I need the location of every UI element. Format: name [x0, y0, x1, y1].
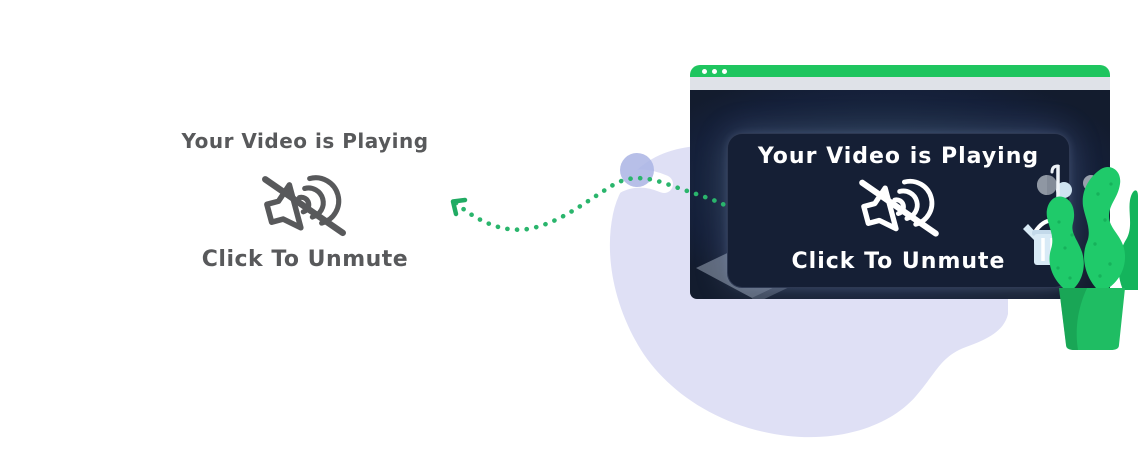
browser-toolbar — [690, 77, 1110, 90]
accent-circle — [620, 153, 654, 187]
browser-window: Your Video is Playing Click To Unmute — [690, 65, 1110, 299]
window-control-dot[interactable] — [722, 68, 727, 74]
browser-viewport: Your Video is Playing Click To Unmute — [690, 90, 1110, 299]
muted-speaker-icon[interactable] — [849, 174, 949, 244]
unmute-label: Click To Unmute — [791, 249, 1006, 274]
ghost-unmute-label: Click To Unmute — [201, 247, 409, 272]
plant-illustration — [1046, 166, 1138, 350]
video-overlay-card[interactable]: Your Video is Playing Click To Unmute — [727, 133, 1070, 288]
window-control-dot[interactable] — [712, 68, 717, 74]
muted-speaker-icon — [0, 0, 96, 74]
video-overlay-title: Your Video is Playing — [757, 144, 1040, 169]
browser-titlebar — [690, 65, 1110, 77]
window-control-dot[interactable] — [702, 68, 707, 74]
muted-speaker-icon — [262, 175, 346, 237]
ghost-video-title: Your Video is Playing — [181, 129, 429, 153]
